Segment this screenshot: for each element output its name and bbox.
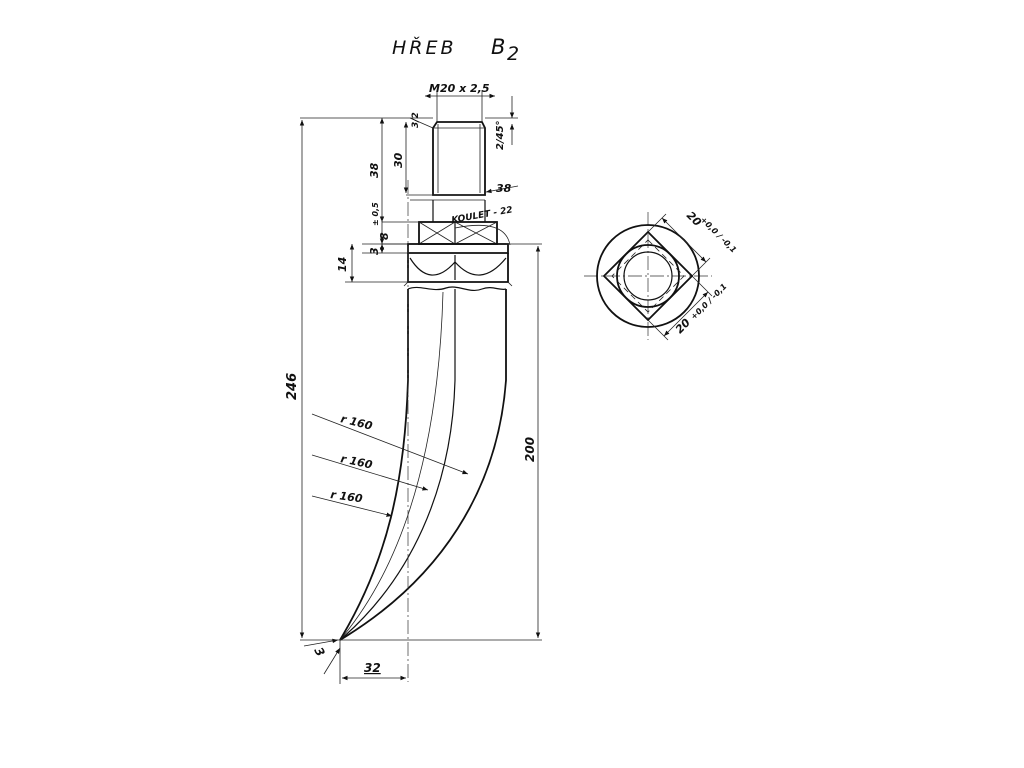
dim-offset: 32 [364,661,381,675]
dim-38: 38 [496,182,512,195]
break-line [407,286,507,291]
dim-tip: 3 [311,645,327,659]
dim-spike-length: 200 [523,437,537,462]
top-view: 20 +0,0 / -0,1 20 +0,0 / -0,1 [584,209,738,341]
dim-head-height: 14 [336,257,349,272]
threaded-shank [406,121,486,222]
spike-side-view [339,121,513,682]
dim-chamfer-small: 3/2 [411,112,421,128]
dim-thread-length: 30 [392,152,405,168]
dim-square-bottom-tolerance: +0,0 / -0,1 [689,282,728,321]
dim-overall-length: 246 [285,373,300,400]
spherical-head [403,253,513,287]
dimension-lines: M20 x 2,5 2/45° 3/2 30 38 38 8 ± 0,5 KOU… [285,82,542,684]
dim-chamfer-top: 2/45° [495,120,506,150]
dim-radius-1: r 160 [339,412,374,432]
dim-flange: 3 [368,247,381,255]
title-name: HŘEB [392,36,457,59]
dim-square-top-tolerance: +0,0 / -0,1 [699,215,738,254]
curved-spike [339,289,507,641]
dim-shank-length: 38 [368,162,381,178]
dim-collar: 8 [378,232,391,240]
dim-collar-tolerance: ± 0,5 [371,202,380,226]
dim-thread: M20 x 2,5 [429,82,490,95]
title-code-subscript: 2 [507,43,519,65]
dim-radius-3: r 160 [330,488,364,505]
drawing-title: HŘEB B 2 [392,35,519,65]
title-code: B [491,35,505,59]
